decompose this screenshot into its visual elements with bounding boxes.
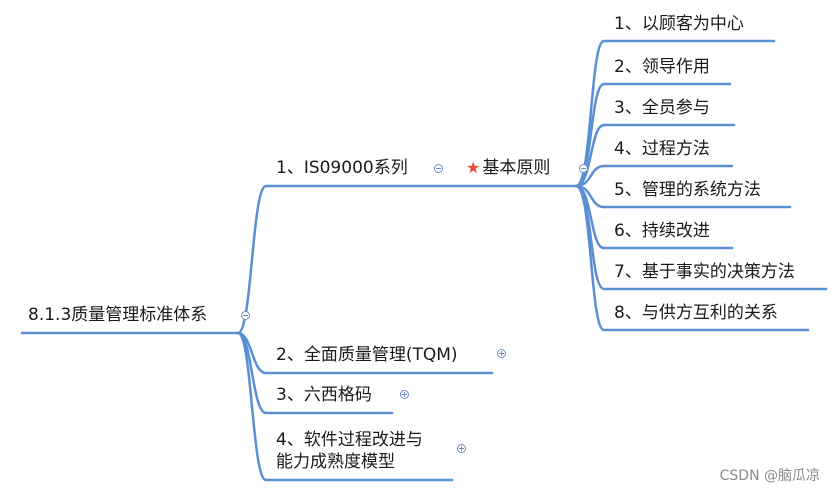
root-node[interactable]: 8.1.3质量管理标准体系 (28, 305, 207, 325)
principle-item[interactable]: 4、过程方法 (614, 139, 710, 159)
principle-item[interactable]: 5、管理的系统方法 (614, 180, 761, 200)
branch-cmm-expand-toggle[interactable] (457, 444, 466, 453)
principle-item[interactable]: 6、持续改进 (614, 221, 710, 241)
principle-item[interactable]: 2、领导作用 (614, 57, 710, 77)
principle-item-label: 7、基于事实的决策方法 (614, 262, 795, 282)
principle-item-label: 1、以顾客为中心 (614, 14, 744, 34)
watermark: CSDN @脑瓜凉 (719, 468, 820, 484)
principle-item[interactable]: 1、以顾客为中心 (614, 14, 744, 34)
principle-item[interactable]: 7、基于事实的决策方法 (614, 262, 795, 282)
principles-node[interactable]: ★基本原则 (466, 158, 550, 178)
branch-iso9000[interactable]: 1、IS09000系列 (276, 158, 408, 178)
principle-item-label: 4、过程方法 (614, 139, 710, 159)
connector-root-branch-4 (236, 331, 268, 482)
branch-six-sigma-label: 3、六西格码 (276, 385, 372, 405)
principle-item-label: 3、全员参与 (614, 98, 710, 118)
branch-cmm[interactable]: 4、软件过程改进与 能力成熟度模型 (276, 429, 423, 473)
branch-iso9000-label: 1、IS09000系列 (276, 158, 408, 178)
branch-tqm[interactable]: 2、全面质量管理(TQM) (276, 345, 458, 365)
principle-item[interactable]: 3、全员参与 (614, 98, 710, 118)
root-collapse-toggle[interactable] (241, 311, 250, 320)
principles-collapse-toggle[interactable] (579, 164, 588, 173)
connector-root-branch-1 (236, 184, 268, 335)
root-label: 8.1.3质量管理标准体系 (28, 305, 208, 325)
principle-item[interactable]: 8、与供方互利的关系 (614, 303, 778, 323)
branch-cmm-label-line2: 能力成熟度模型 (276, 452, 395, 472)
branch-six-sigma-expand-toggle[interactable] (400, 390, 409, 399)
principle-item-label: 2、领导作用 (614, 57, 710, 77)
branch-iso9000-collapse-toggle[interactable] (434, 164, 443, 173)
principles-label: 基本原则 (482, 158, 551, 178)
connector-principle-8 (574, 184, 606, 332)
principle-item-label: 6、持续改进 (614, 221, 710, 241)
star-icon: ★ (466, 158, 481, 177)
branch-six-sigma[interactable]: 3、六西格码 (276, 385, 372, 405)
branch-tqm-label: 2、全面质量管理(TQM) (276, 345, 458, 365)
branch-tqm-expand-toggle[interactable] (497, 349, 506, 358)
principle-item-label: 8、与供方互利的关系 (614, 303, 778, 323)
branch-cmm-label-line1: 4、软件过程改进与 (276, 430, 423, 450)
principle-item-label: 5、管理的系统方法 (614, 180, 761, 200)
